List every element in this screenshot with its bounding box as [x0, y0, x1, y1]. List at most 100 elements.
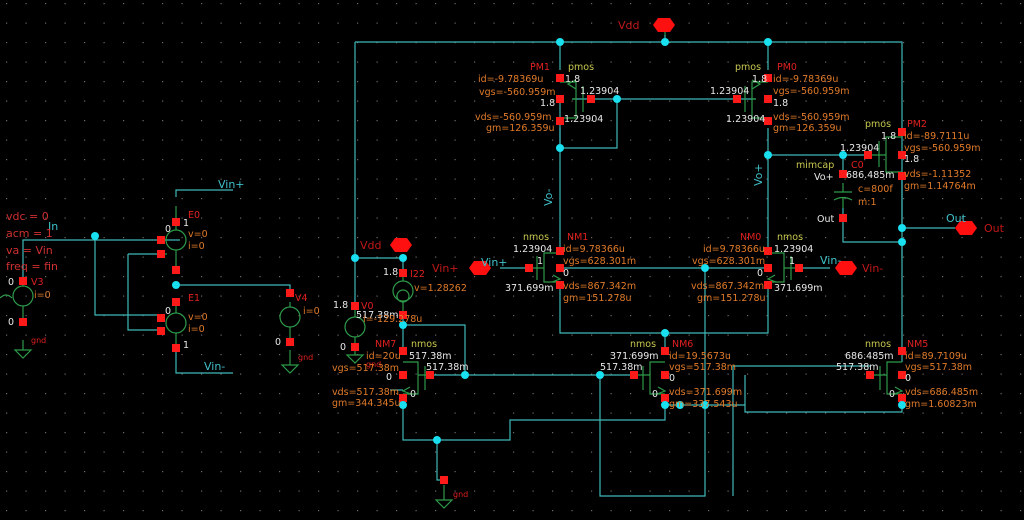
source-v4[interactable]: V4 i=0 0 gnd [275, 293, 320, 362]
nm5-id: id=89.7109u [905, 351, 967, 362]
nm7-name: NM7 [375, 339, 396, 350]
pm0-vds: vds=-560.959m [773, 112, 850, 123]
nm6-vds: vds=371.699m [669, 387, 742, 398]
pm0-model: pmos [735, 62, 761, 73]
nm6-gate-voltage: 517.38m [600, 362, 643, 373]
pm2-vgs: vgs=-560.959m [904, 143, 981, 154]
e1-current: i=0 [188, 324, 205, 335]
pin-vdd-top[interactable]: Vdd [618, 18, 675, 32]
net-label-vo-plus: Vo+ [752, 163, 765, 186]
pm0-gate-voltage: 1.23904 [710, 86, 749, 97]
transistor-pm0[interactable]: pmos PM0 1.8 id=-9.78369u 1.23904 vgs=-5… [710, 62, 850, 134]
nm6-source-voltage: 0 [652, 389, 658, 400]
pm1-name: PM1 [530, 62, 550, 73]
pm1-vgs: vgs=-560.959m [479, 87, 556, 98]
nm5-source-voltage: 0 [889, 389, 895, 400]
v0-dc: 517.38m [356, 310, 399, 321]
e1-name: E1 [188, 293, 200, 304]
pm1-model: pmos [568, 62, 594, 73]
v0-gnd-label: gnd [366, 360, 381, 369]
pm2-gate-voltage: 1.23904 [840, 143, 879, 154]
transistor-nm1[interactable]: nmos NM1 1.23904 id=9.78366u 1 vgs=628.3… [505, 232, 636, 304]
pin-out[interactable]: Out [955, 221, 1005, 235]
pm1-id: id=-9.78369u [478, 74, 543, 85]
nm6-bulk-voltage: 0 [669, 373, 675, 384]
pm0-name: PM0 [777, 62, 797, 73]
out-pin-icon [955, 221, 977, 235]
transistor-nm5[interactable]: nmos NM5 686.485m id=89.7109u 517.38m vg… [836, 339, 978, 410]
nm1-bulk-voltage: 0 [563, 268, 569, 279]
net-label-vin-minus-gate: Vin- [820, 254, 841, 267]
pm2-drain-voltage: 686.485m [846, 170, 895, 181]
nm0-drain-voltage: 1.23904 [774, 244, 813, 255]
nm6-model: nmos [630, 339, 656, 350]
transistor-nm7[interactable]: NM7 nmos id=20u 517.38m vgs=517.38m 517.… [332, 339, 469, 409]
source-e1[interactable]: E1 0 1 v=0 i=0 [165, 293, 208, 351]
vdd-pin-label: Vdd [618, 19, 640, 32]
c0-model: mimcap [796, 160, 834, 171]
source-v0[interactable]: 1.8 V0 517.38m i=-129.278u 0 gnd [333, 300, 422, 369]
v3-current: i=0 [34, 290, 51, 301]
pm1-source-voltage: 1.8 [565, 74, 580, 85]
nm7-drain-voltage: 517.38m [409, 351, 452, 362]
vdd-pin-label: Vdd [360, 239, 382, 252]
nm6-drain-voltage: 371.699m [610, 351, 659, 362]
pm1-bulk-voltage: 1.8 [540, 98, 555, 109]
c0-multiplier: m:1 [858, 197, 877, 208]
vdd-pin-icon [390, 238, 412, 252]
net-label-vo-minus: Vo- [542, 188, 555, 206]
net-label-vin-plus: Vin+ [218, 178, 245, 191]
v3-param: va = Vin [6, 244, 53, 257]
source-v3[interactable]: vdc = 0 acm = 1 va = Vin freq = fin V3 i… [6, 210, 58, 345]
v3-name: V3 [31, 277, 44, 288]
cap-net-vo-plus: Vo+ [814, 172, 834, 183]
transistor-nm6[interactable]: nmos NM6 371.699m id=19.5673u 517.38m vg… [600, 339, 742, 410]
pin-vdd-left[interactable]: Vdd [360, 238, 412, 252]
v3-gnd-label: gnd [31, 336, 46, 345]
pin-vin-minus[interactable]: Vin- [835, 261, 883, 275]
pm1-vds: vds=-560.959m [475, 112, 552, 123]
nm5-gate-voltage: 517.38m [836, 362, 879, 373]
transistor-nm0[interactable]: NM0 nmos id=9.78366u 1.23904 vgs=628.301… [691, 232, 823, 304]
vin-minus-pin-label: Vin- [862, 262, 883, 275]
v4-bot-voltage: 0 [275, 337, 281, 348]
v3-top-voltage: 0 [8, 277, 14, 288]
capacitor-c0[interactable]: mimcap C0 c=800f m:1 [796, 160, 893, 208]
v0-name: V0 [361, 301, 374, 312]
vdd-pin-icon [653, 18, 675, 32]
pm0-id: id=-9.78369u [773, 74, 838, 85]
i22-name: I22 [410, 269, 425, 280]
nm5-name: NM5 [907, 339, 928, 350]
nm7-id: id=20u [366, 351, 401, 362]
nm5-vgs: vgs=517.38m [905, 362, 972, 373]
pm0-gm: gm=126.359u [773, 123, 842, 134]
terminal-pins [19, 74, 906, 484]
nm5-bulk-voltage: 0 [905, 373, 911, 384]
source-e0[interactable]: E0 0 1 v=0 i=0 [165, 210, 208, 252]
pin-vin-plus[interactable]: Vin+ [432, 261, 491, 275]
nm7-vgs: vgs=517.38m [332, 363, 399, 374]
v0-top-voltage: 1.8 [333, 300, 348, 311]
net-label-vin-plus-gate: Vin+ [481, 256, 508, 269]
e1-node: 0 [165, 306, 171, 317]
pm2-name: PM2 [907, 119, 927, 130]
pm1-gm: gm=126.359u [486, 123, 555, 134]
nm5-vds: vds=686.485m [905, 387, 978, 398]
e0-name: E0 [188, 210, 200, 221]
source-i22[interactable]: 1.8 I22 v=1.28262 [383, 267, 467, 294]
c0-name: C0 [851, 160, 864, 171]
nm1-vgs: vgs=628.301m [563, 256, 636, 267]
pm2-gm: gm=1.14764m [904, 181, 976, 192]
nm6-name: NM6 [672, 339, 693, 350]
i22-voltage: v=1.28262 [414, 283, 467, 294]
transistor-pm2[interactable]: pmos PM2 1.8 id=-89.7111u 1.23904 vgs=-5… [840, 119, 981, 192]
nm0-vgs: vgs=628.301m [692, 256, 765, 267]
e1-node: 1 [183, 340, 189, 351]
nm0-name: NM0 [740, 232, 761, 243]
symbols [0, 30, 904, 509]
nm0-source-voltage: 371.699m [774, 283, 823, 294]
nm1-gm: gm=151.278u [563, 293, 632, 304]
transistor-pm1[interactable]: PM1 pmos id=-9.78369u vgs=-560.959m 1.8 … [475, 62, 619, 134]
